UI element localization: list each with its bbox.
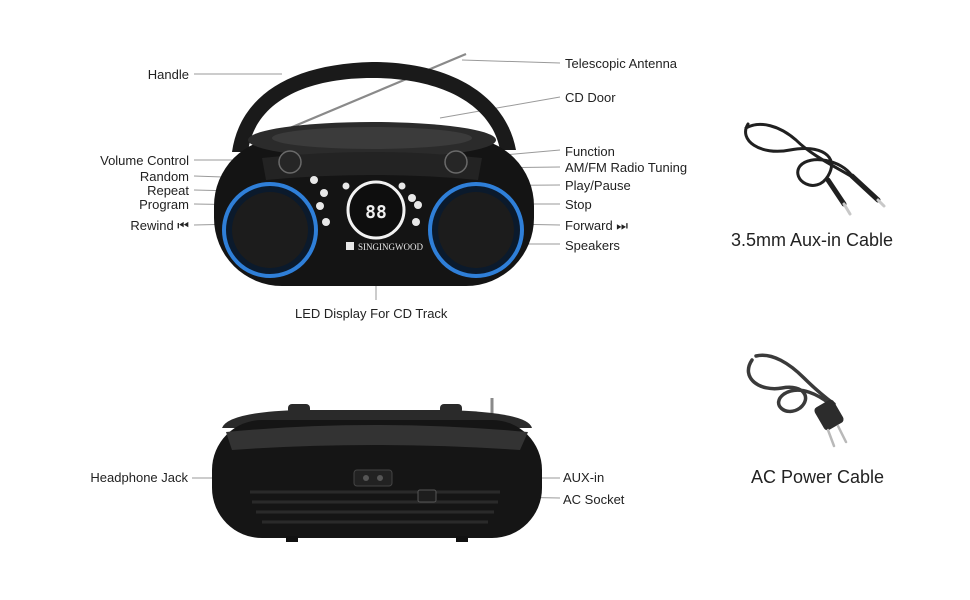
- brand-logo: SINGINGWOOD: [358, 242, 423, 252]
- led-digits: 88: [365, 202, 387, 223]
- caption-aux-cable: 3.5mm Aux-in Cable: [731, 230, 894, 250]
- label-led-display: LED Display For CD Track: [295, 306, 448, 321]
- label-repeat: Repeat: [147, 183, 189, 198]
- label-volume-control: Volume Control: [100, 153, 189, 168]
- jack-panel: [353, 469, 393, 487]
- label-aux-in: AUX-in: [563, 470, 605, 485]
- tuning-knob: [444, 150, 468, 174]
- label-function: Function: [565, 144, 615, 159]
- label-random: Random: [139, 169, 189, 184]
- label-am-fm-tuning: AM/FM Radio Tuning: [565, 160, 688, 175]
- label-speakers: Speakers: [565, 238, 620, 253]
- power-cable-illustration: [746, 353, 848, 448]
- label-ac-socket: AC Socket: [563, 492, 625, 507]
- antenna: [265, 52, 467, 140]
- boombox-rear: [212, 398, 542, 542]
- label-rewind: Rewind ⏮: [130, 218, 189, 233]
- label-program: Program: [139, 197, 189, 212]
- label-telescopic-antenna: Telescopic Antenna: [565, 56, 678, 71]
- led-display: [346, 180, 406, 240]
- speaker-right-ring: [428, 182, 524, 278]
- label-forward: Forward ⏭: [565, 218, 628, 233]
- handle: [232, 62, 516, 152]
- label-stop: Stop: [565, 197, 592, 212]
- speaker-left-ring: [222, 182, 318, 278]
- label-play-pause: Play/Pause: [565, 178, 631, 193]
- caption-power-cable: AC Power Cable: [751, 467, 885, 487]
- ac-socket: [417, 489, 437, 503]
- aux-cable-illustration: [744, 122, 886, 216]
- volume-knob: [278, 150, 302, 174]
- label-cd-door: CD Door: [565, 90, 616, 105]
- boombox-front: 88 SINGINGWOOD: [214, 52, 534, 286]
- label-headphone-jack: Headphone Jack: [90, 470, 188, 485]
- label-handle: Handle: [147, 67, 189, 82]
